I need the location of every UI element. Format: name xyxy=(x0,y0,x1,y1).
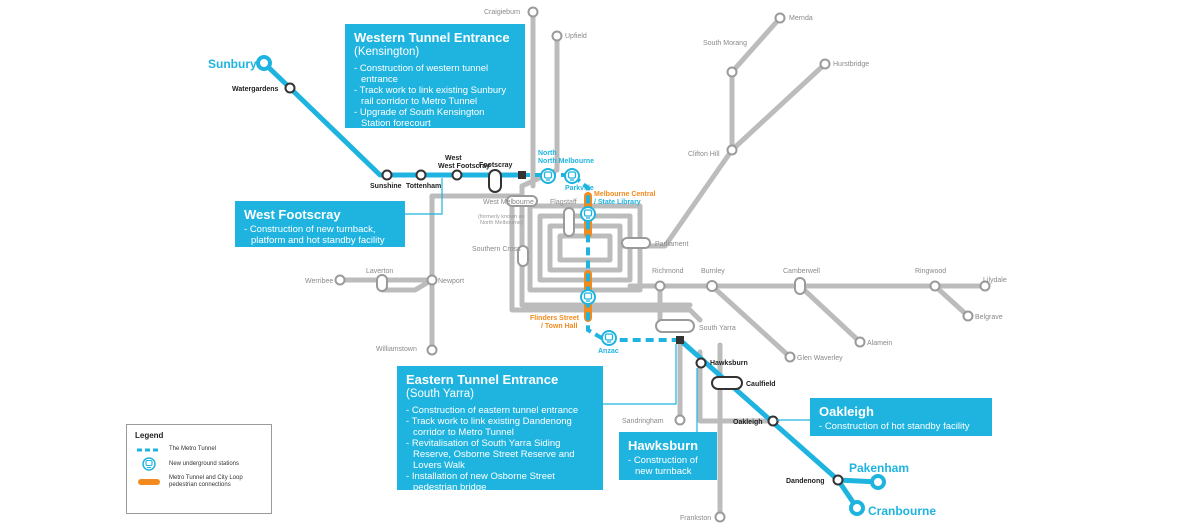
callout-western-subtitle: (Kensington) xyxy=(354,46,420,58)
label-frankston: Frankston xyxy=(680,515,711,522)
legend-item-label: The Metro Tunnel xyxy=(169,446,217,452)
callout-west-footscray-item: Construction of new turnback, platform a… xyxy=(244,224,396,246)
callout-hawksburn-title: Hawksburn xyxy=(628,438,699,453)
label-camberwell: Camberwell xyxy=(783,268,820,275)
label-west-footscray: West Footscray xyxy=(438,163,490,170)
label-southern-cross: Southern Cross xyxy=(472,246,521,253)
label-pakenham: Pakenham xyxy=(849,461,909,475)
label-ringwood: Ringwood xyxy=(915,268,946,275)
label-richmond: Richmond xyxy=(652,268,684,275)
label-cranbourne: Cranbourne xyxy=(868,504,936,518)
legend-item-new-stations: New underground stations xyxy=(135,457,263,471)
callout-oakleigh: Oakleigh Construction of hot standby fac… xyxy=(810,398,992,436)
callout-eastern-item: Revitalisation of South Yarra Siding Res… xyxy=(406,438,594,471)
label-melbourne-central: Melbourne Central xyxy=(594,191,656,198)
label-flagstaff: Flagstaff xyxy=(550,199,577,206)
callout-west-footscray-list: Construction of new turnback, platform a… xyxy=(244,224,396,246)
legend-title: Legend xyxy=(135,431,164,440)
label-williamstown: Williamstown xyxy=(376,346,417,353)
label-belgrave: Belgrave xyxy=(975,314,1003,321)
label-oakleigh: Oakleigh xyxy=(733,419,763,426)
legend: Legend The Metro Tunnel New underground … xyxy=(126,424,272,514)
label-mernda: Mernda xyxy=(789,15,813,22)
legend-item-metro-tunnel: The Metro Tunnel xyxy=(135,446,263,453)
label-west-melbourne-note2: North Melbourne) xyxy=(480,220,523,226)
label-tottenham: Tottenham xyxy=(406,183,441,190)
label-state-library: / State Library xyxy=(594,199,641,206)
label-clifton-hill: Clifton Hill xyxy=(688,151,720,158)
callout-oakleigh-list: Construction of hot standby facility xyxy=(819,421,983,432)
label-south-yarra: South Yarra xyxy=(699,325,736,332)
callout-hawksburn-item: Construction of new turnback xyxy=(628,455,708,477)
station-markers xyxy=(256,6,991,523)
station-labels: Craigieburn Upfield Mernda Hurstbridge S… xyxy=(208,9,1007,522)
callout-eastern-title: Eastern Tunnel Entrance xyxy=(406,372,559,387)
label-south-morang: South Morang xyxy=(703,40,747,47)
label-sunshine: Sunshine xyxy=(370,183,402,190)
label-glen-waverley: Glen Waverley xyxy=(797,355,843,362)
train-icon xyxy=(135,457,163,471)
callout-eastern-item: Construction of eastern tunnel entrance xyxy=(406,405,594,416)
callout-western-title: Western Tunnel Entrance xyxy=(354,30,510,45)
label-werribee: Werribee xyxy=(305,278,333,285)
new-station-icons xyxy=(540,168,617,346)
label-hurstbridge: Hurstbridge xyxy=(833,61,869,68)
label-north-melbourne: North Melbourne xyxy=(538,158,594,165)
label-west-melbourne-note1: (formerly known as xyxy=(478,214,525,220)
label-craigieburn: Craigieburn xyxy=(484,9,520,16)
callout-oakleigh-item: Construction of hot standby facility xyxy=(819,421,983,432)
callout-west-footscray-title: West Footscray xyxy=(244,207,341,222)
callout-western-tunnel-entrance: Western Tunnel Entrance (Kensington) Con… xyxy=(345,24,525,129)
callout-eastern-item: Installation of new Osborne Street pedes… xyxy=(406,471,594,493)
label-west-melbourne: West Melbourne xyxy=(483,199,534,206)
label-burnley: Burnley xyxy=(701,268,725,275)
callout-western-list: Construction of western tunnel entrance … xyxy=(354,63,516,129)
callout-west-footscray: West Footscray Construction of new turnb… xyxy=(235,201,405,247)
label-watergardens: Watergardens xyxy=(232,86,279,93)
label-caulfield: Caulfield xyxy=(746,381,776,388)
legend-item-pedestrian: Metro Tunnel and City Loop pedestrian co… xyxy=(135,475,263,489)
callout-western-item: Construction of western tunnel entrance xyxy=(354,63,516,85)
callout-hawksburn: Hawksburn Construction of new turnback xyxy=(619,432,717,480)
label-laverton: Laverton xyxy=(366,268,393,275)
label-sunbury: Sunbury xyxy=(208,57,257,71)
callout-hawksburn-list: Construction of new turnback xyxy=(628,455,708,477)
callout-eastern-tunnel-entrance: Eastern Tunnel Entrance (South Yarra) Co… xyxy=(397,366,603,493)
callout-western-item: Track work to link existing Sunbury rail… xyxy=(354,85,516,107)
callout-eastern-subtitle: (South Yarra) xyxy=(406,388,474,400)
label-footscray: Footscray xyxy=(479,162,513,169)
label-dandenong: Dandenong xyxy=(786,478,825,485)
label-alamein: Alamein xyxy=(867,340,892,347)
dashed-line-icon xyxy=(135,448,163,452)
label-anzac: Anzac xyxy=(598,348,619,355)
label-parkville: Parkville xyxy=(565,185,594,192)
legend-item-label: Metro Tunnel and City Loop pedestrian co… xyxy=(169,475,243,488)
label-newport: Newport xyxy=(438,278,464,285)
label-west-footscray-1: West xyxy=(445,155,462,162)
label-parliament: Parliament xyxy=(655,241,689,248)
callout-eastern-item: Track work to link existing Dandenong co… xyxy=(406,416,594,438)
label-lilydale: Lilydale xyxy=(983,277,1007,284)
label-north: North xyxy=(538,150,557,157)
label-upfield: Upfield xyxy=(565,33,587,40)
legend-item-label: New underground stations xyxy=(169,460,240,467)
callout-eastern-list: Construction of eastern tunnel entrance … xyxy=(406,405,594,493)
label-town-hall: / Town Hall xyxy=(541,323,577,330)
label-flinders-street: Flinders Street xyxy=(530,315,580,322)
callout-oakleigh-title: Oakleigh xyxy=(819,404,874,419)
label-hawksburn: Hawksburn xyxy=(710,360,748,367)
label-sandringham: Sandringham xyxy=(622,418,664,425)
orange-bar-icon xyxy=(135,478,163,486)
callout-western-item: Upgrade of South Kensington Station fore… xyxy=(354,107,516,129)
